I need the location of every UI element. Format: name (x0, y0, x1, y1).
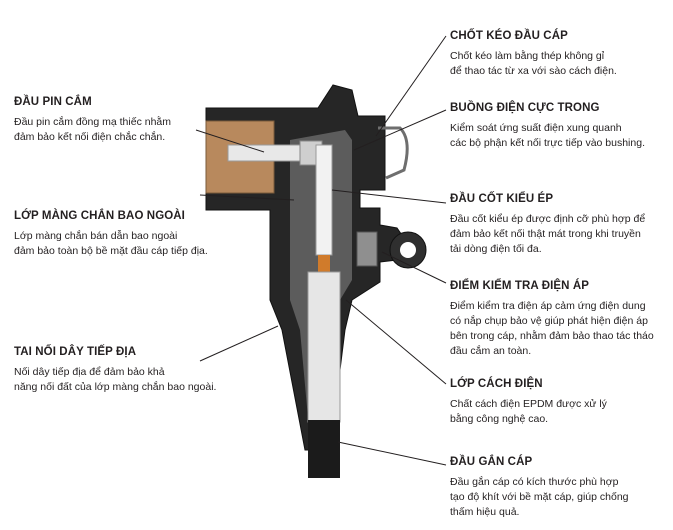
label-title: BUỒNG ĐIỆN CỰC TRONG (450, 102, 600, 114)
label-desc: Đầu gắn cáp có kích thước phù hợp tạo độ… (450, 475, 629, 520)
compression-lug-graphic (315, 144, 333, 256)
label-ground-tab: TAI NỐI DÂY TIẾP ĐỊA Nối dây tiếp địa để… (14, 346, 216, 395)
label-cable-adapter: ĐẦU GẮN CÁP Đầu gắn cáp có kích thước ph… (450, 456, 629, 520)
label-desc: Kiểm soát ứng suất điện xung quanh các b… (450, 121, 645, 151)
label-compression-lug: ĐẦU CỐT KIỂU ÉP Đầu cốt kiểu ép được địn… (450, 193, 645, 257)
label-title: ĐẦU GẮN CÁP (450, 456, 533, 468)
desc-line: tải dòng điện tối đa. (450, 243, 542, 255)
label-test-point: ĐIỂM KIỂM TRA ĐIỆN ÁP Điểm kiểm tra điện… (450, 280, 654, 359)
desc-line: Nối dây tiếp địa để đảm bảo khả (14, 366, 165, 378)
label-contact-pin: ĐẦU PIN CẮM Đầu pin cắm đồng mạ thiếc nh… (14, 96, 171, 145)
label-title: CHỐT KÉO ĐẦU CÁP (450, 30, 568, 42)
desc-line: đảm bảo kết nối thật mát trong khi truyề… (450, 228, 641, 240)
label-desc: Chốt kéo làm bằng thép không gỉ để thao … (450, 49, 617, 79)
desc-line: có nắp chụp bảo vệ giúp phát hiện điện á… (450, 315, 648, 327)
desc-line: năng nối đất của lớp màng chắn bao ngoài… (14, 381, 217, 393)
label-desc: Nối dây tiếp địa để đảm bảo khả năng nối… (14, 365, 216, 395)
desc-line: các bộ phận kết nối trực tiếp vào bushin… (450, 137, 645, 149)
cable-jacket (308, 420, 340, 478)
desc-line: Kiểm soát ứng suất điện xung quanh (450, 122, 622, 134)
desc-line: tạo độ khít với bề mặt cáp, giúp chống (450, 491, 629, 503)
label-title: TAI NỐI DÂY TIẾP ĐỊA (14, 346, 137, 358)
label-desc: Đầu pin cắm đồng mạ thiếc nhằm đảm bảo k… (14, 115, 171, 145)
desc-line: Đầu cốt kiểu ép được định cỡ phù hợp để (450, 213, 646, 225)
desc-line: bằng công nghệ cao. (450, 413, 549, 425)
desc-line: đầu cắm an toàn. (450, 345, 532, 357)
label-desc: Lớp màng chắn bán dẫn bao ngoài đảm bảo … (14, 229, 208, 259)
label-insulation: LỚP CÁCH ĐIỆN Chất cách điện EPDM được x… (450, 378, 607, 427)
desc-line: Đầu gắn cáp có kích thước phù hợp (450, 476, 619, 488)
desc-line: để thao tác từ xa với sào cách điện. (450, 65, 617, 77)
label-title: LỚP MÀNG CHẮN BAO NGOÀI (14, 210, 185, 222)
desc-line: Chất cách điện EPDM được xử lý (450, 398, 607, 410)
label-title: LỚP CÁCH ĐIỆN (450, 378, 543, 390)
label-outer-shield: LỚP MÀNG CHẮN BAO NGOÀI Lớp màng chắn bá… (14, 210, 208, 259)
desc-line: Lớp màng chắn bán dẫn bao ngoài (14, 230, 178, 242)
test-point-cap (356, 231, 378, 267)
label-pulling-eye: CHỐT KÉO ĐẦU CÁP Chốt kéo làm bằng thép … (450, 30, 617, 79)
label-title: ĐẦU CỐT KIỂU ÉP (450, 193, 554, 205)
desc-line: bên trong cáp, nhằm đảm bảo thao tác thá… (450, 330, 654, 342)
desc-line: đảm bảo kết nối điện chắc chắn. (14, 131, 166, 143)
label-desc: Chất cách điện EPDM được xử lý bằng công… (450, 397, 607, 427)
label-desc: Điểm kiểm tra điện áp cảm ứng điện dung … (450, 299, 654, 359)
desc-line: thấm hiệu quả. (450, 506, 520, 518)
desc-line: Đầu pin cắm đồng mạ thiếc nhằm (14, 116, 172, 128)
label-title: ĐẦU PIN CẮM (14, 96, 92, 108)
label-desc: Đầu cốt kiểu ép được định cỡ phù hợp để … (450, 212, 645, 257)
desc-line: Chốt kéo làm bằng thép không gỉ (450, 50, 605, 62)
label-inner-electrode: BUỒNG ĐIỆN CỰC TRONG Kiểm soát ứng suất … (450, 102, 645, 151)
leader-lines (195, 35, 447, 466)
pulling-eye-wire (378, 126, 409, 180)
desc-line: đảm bảo toàn bộ bề mặt đầu cáp tiếp địa. (14, 245, 208, 257)
cable-insulation (307, 271, 341, 423)
label-title: ĐIỂM KIỂM TRA ĐIỆN ÁP (450, 280, 590, 292)
desc-line: Điểm kiểm tra điện áp cảm ứng điện dung (450, 300, 646, 312)
